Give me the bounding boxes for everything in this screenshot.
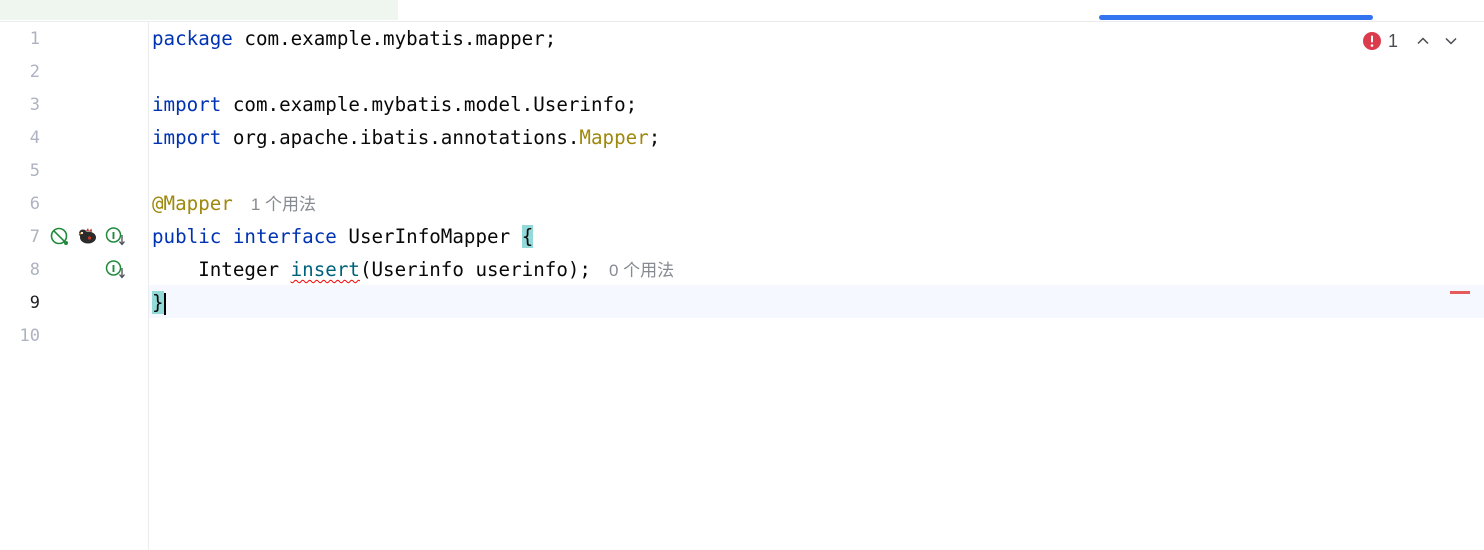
keyword-token: package bbox=[152, 27, 233, 50]
implemented-down-icon[interactable]: I bbox=[105, 226, 125, 246]
matched-brace: { bbox=[521, 225, 534, 248]
code-token: com.example.mybatis.mapper; bbox=[232, 27, 557, 50]
line-number: 4 bbox=[29, 128, 40, 148]
error-count: 1 bbox=[1388, 30, 1399, 51]
annotation-token: @Mapper bbox=[152, 192, 233, 215]
editor-gutter bbox=[0, 22, 149, 550]
code-token: com.example.mybatis.model.Userinfo; bbox=[221, 93, 638, 116]
inspection-widget[interactable]: 1 bbox=[1362, 30, 1460, 52]
code-token: UserInfoMapper bbox=[336, 225, 522, 248]
code-line[interactable]: import org.apache.ibatis.annotations.Map… bbox=[152, 126, 660, 150]
chevron-up-icon[interactable] bbox=[1414, 32, 1432, 50]
code-token: org.apache.ibatis.annotations. bbox=[221, 126, 580, 149]
code-line[interactable]: package com.example.mybatis.mapper; bbox=[152, 27, 556, 51]
matched-brace: } bbox=[152, 291, 164, 314]
method-name-token: insert bbox=[290, 258, 360, 281]
line-number: 8 bbox=[29, 260, 40, 280]
text-caret bbox=[163, 292, 166, 315]
line-number: 2 bbox=[29, 62, 40, 82]
editor-tab-bar bbox=[0, 0, 1484, 22]
usages-inlay-hint[interactable]: 1 个用法 bbox=[250, 195, 317, 214]
svg-text:I: I bbox=[112, 231, 116, 242]
keyword-token: interface bbox=[232, 225, 337, 248]
keyword-token: import bbox=[152, 126, 222, 149]
line-number: 3 bbox=[29, 95, 40, 115]
editor-tab-first[interactable] bbox=[0, 0, 398, 20]
code-token bbox=[221, 225, 233, 248]
svg-text:I: I bbox=[112, 264, 116, 275]
code-line[interactable]: import com.example.mybatis.model.Userinf… bbox=[152, 93, 637, 117]
code-token: (Userinfo userinfo); bbox=[359, 258, 591, 281]
mybatis-bird-icon[interactable] bbox=[77, 226, 97, 246]
line-number: 7 bbox=[29, 227, 40, 247]
code-line[interactable]: @Mapper 1 个用法 bbox=[152, 192, 316, 216]
line-number: 10 bbox=[19, 326, 40, 346]
implemented-down-icon[interactable]: I bbox=[105, 259, 125, 279]
keyword-token: public bbox=[152, 225, 222, 248]
line-number: 1 bbox=[29, 29, 40, 49]
code-token: Integer bbox=[152, 258, 291, 281]
code-line[interactable]: } bbox=[152, 291, 166, 315]
code-token: ; bbox=[648, 126, 661, 149]
code-line[interactable]: Integer insert(Userinfo userinfo); 0 个用法 bbox=[152, 258, 674, 282]
line-number: 6 bbox=[29, 194, 40, 214]
chevron-down-icon[interactable] bbox=[1442, 32, 1460, 50]
error-circle-icon bbox=[1362, 31, 1382, 51]
usages-inlay-hint[interactable]: 0 个用法 bbox=[608, 261, 675, 280]
line-number: 5 bbox=[29, 161, 40, 181]
error-stripe-mark[interactable] bbox=[1450, 291, 1470, 294]
line-number: 9 bbox=[29, 293, 40, 313]
current-line-highlight bbox=[0, 285, 1484, 318]
code-line[interactable]: public interface UserInfoMapper { bbox=[152, 225, 534, 249]
keyword-token: import bbox=[152, 93, 222, 116]
no-run-icon[interactable] bbox=[49, 226, 69, 246]
active-tab-indicator bbox=[1099, 15, 1373, 20]
annotation-token: Mapper bbox=[579, 126, 649, 149]
